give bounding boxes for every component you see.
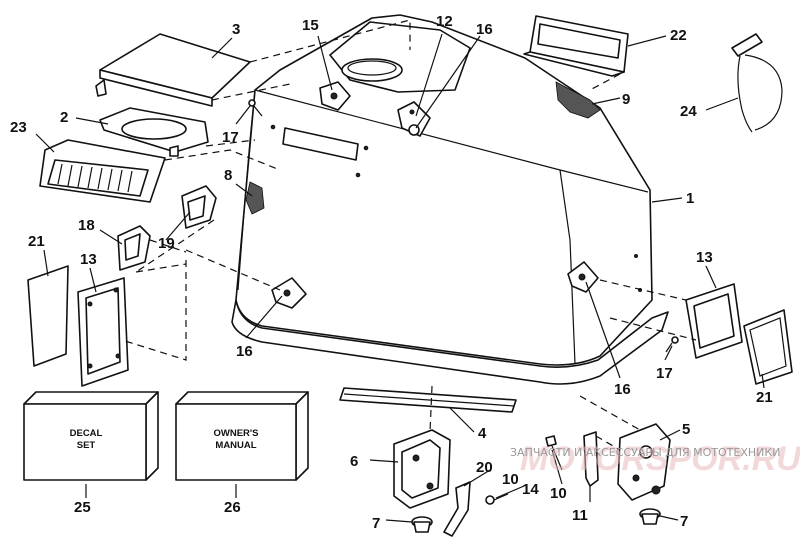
callout-3: 3 xyxy=(232,21,240,38)
callout-16-top: 16 xyxy=(476,21,493,38)
callout-7-left: 7 xyxy=(372,515,380,532)
callout-17-right: 17 xyxy=(656,365,673,382)
callout-18: 18 xyxy=(78,217,95,234)
callout-24: 24 xyxy=(680,103,697,120)
callout-8: 8 xyxy=(224,167,232,184)
callout-1: 1 xyxy=(686,190,694,207)
callout-10-right: 10 xyxy=(550,485,567,502)
callout-20: 20 xyxy=(476,459,493,476)
hinge-bracket-part-6 xyxy=(393,429,451,509)
bolt-part-10 xyxy=(545,435,563,471)
top-cover-part-3 xyxy=(95,33,251,107)
watermark-text: ЗАПЧАСТИ И АКСЕССУАРЫ ДЛЯ МОТОТЕХНИКИ xyxy=(510,446,780,459)
callout-21-left: 21 xyxy=(28,233,45,250)
engine-cover xyxy=(231,14,669,385)
latch-bracket-part-5 xyxy=(617,423,671,501)
callout-12: 12 xyxy=(436,13,453,30)
owners-manual-box-part-26 xyxy=(175,391,309,481)
callout-15: 15 xyxy=(302,17,319,34)
callout-2: 2 xyxy=(60,109,68,126)
callout-17-top: 17 xyxy=(222,129,239,146)
callout-6: 6 xyxy=(350,453,358,470)
callout-22: 22 xyxy=(670,27,687,44)
callout-21-right: 21 xyxy=(756,389,773,406)
screw-part-17-right xyxy=(665,336,679,353)
callout-7-right: 7 xyxy=(680,513,688,530)
oval-seal-part-2 xyxy=(99,107,209,157)
decal-set-box-part-25 xyxy=(23,391,159,481)
callout-numbers: 1 2 3 4 5 6 7 7 8 9 10 10 11 12 13 13 14… xyxy=(10,13,773,532)
latch-part-11 xyxy=(583,431,599,487)
vent-box-part-22 xyxy=(523,15,629,77)
owners-manual-label-line2: MANUAL xyxy=(215,440,256,451)
callout-10-left: 10 xyxy=(502,471,519,488)
bracket-part-19 xyxy=(181,185,217,229)
callout-23: 23 xyxy=(10,119,27,136)
vent-grille-part-23 xyxy=(39,139,166,203)
callout-25: 25 xyxy=(74,499,91,516)
watermark-site: MOTORSPOR.RU xyxy=(520,440,800,478)
decal-sheet-part-21-left xyxy=(27,265,69,367)
callout-9: 9 xyxy=(622,91,630,108)
owners-manual-label-line1: OWNER'S xyxy=(213,428,258,439)
panel-part-13-right xyxy=(685,283,743,359)
wire-tool-part-24 xyxy=(731,33,783,133)
callout-16-right: 16 xyxy=(614,381,631,398)
callout-11: 11 xyxy=(572,507,588,524)
screw-part-14 xyxy=(485,493,509,505)
assembly-lines xyxy=(121,19,697,451)
callout-16-left: 16 xyxy=(236,343,253,360)
decal-part-21-right xyxy=(743,309,793,385)
callout-13-left: 13 xyxy=(80,251,97,268)
callout-4: 4 xyxy=(478,425,487,442)
callout-13-right: 13 xyxy=(696,249,713,266)
callout-5: 5 xyxy=(682,421,690,438)
grommet-part-7-left xyxy=(411,516,433,533)
decal-set-label-line2: SET xyxy=(77,440,96,451)
callout-14: 14 xyxy=(522,481,539,498)
screw-part-17-top xyxy=(248,99,263,117)
panel-part-13-left xyxy=(77,277,129,387)
grommet-part-7-right xyxy=(639,508,661,525)
decal-set-label-line1: DECAL xyxy=(70,428,103,439)
seal-strip-part-4 xyxy=(339,387,517,413)
bracket-part-18 xyxy=(117,225,151,271)
leader-lines xyxy=(35,33,765,523)
callout-26: 26 xyxy=(224,499,241,516)
callout-19: 19 xyxy=(158,235,175,252)
